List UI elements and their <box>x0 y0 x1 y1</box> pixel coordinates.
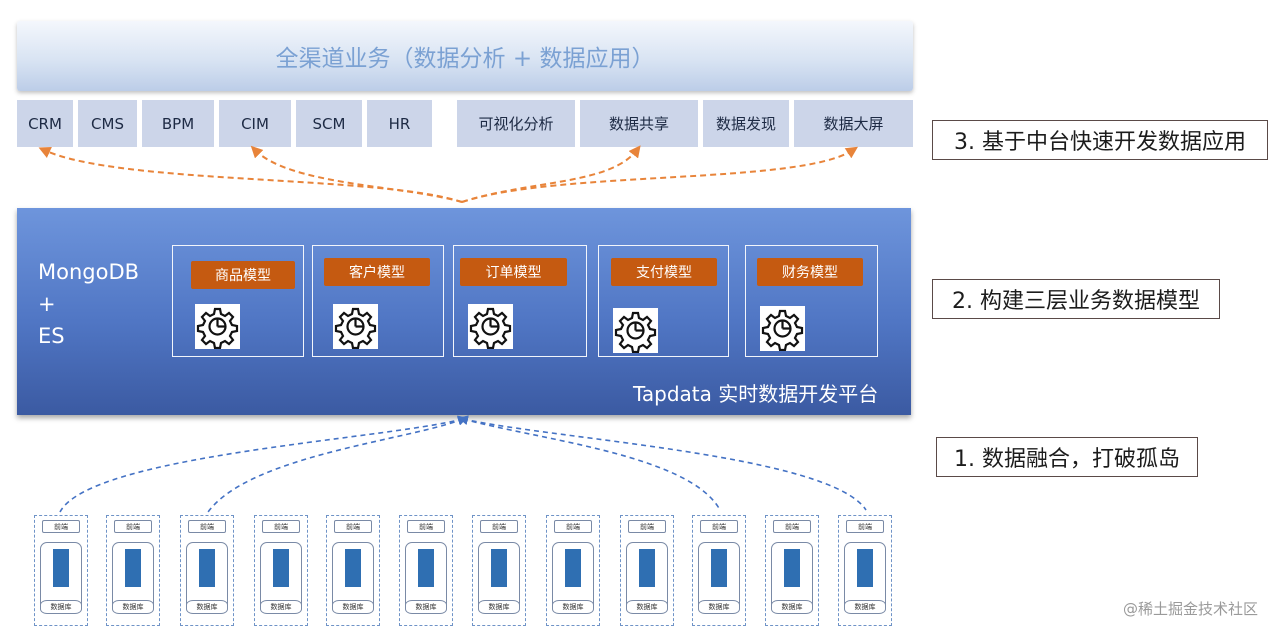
database-label: 数据库 <box>771 600 813 614</box>
app-box-data-screen: 数据大屏 <box>794 100 913 147</box>
model-card-finance: 财务模型 <box>745 245 878 357</box>
source-stack-4: 前端数据库 <box>254 515 308 626</box>
server-icon <box>711 549 727 587</box>
source-stack-1: 前端数据库 <box>34 515 88 626</box>
platform-tech-line-2: + <box>38 292 56 316</box>
gear-chart-icon <box>613 308 658 353</box>
frontend-label: 前端 <box>773 520 811 533</box>
model-button-order[interactable]: 订单模型 <box>460 258 567 286</box>
platform-name: Tapdata 实时数据开发平台 <box>633 382 879 406</box>
database-label: 数据库 <box>698 600 740 614</box>
arrow-to-crm <box>38 147 463 203</box>
server-icon <box>784 549 800 587</box>
source-stack-2: 前端数据库 <box>106 515 160 626</box>
server-icon <box>199 549 215 587</box>
server-icon <box>345 549 361 587</box>
model-button-payment[interactable]: 支付模型 <box>611 258 717 286</box>
server-icon <box>273 549 289 587</box>
frontend-label: 前端 <box>42 520 80 533</box>
model-button-finance[interactable]: 财务模型 <box>757 258 863 286</box>
database-label: 数据库 <box>626 600 668 614</box>
platform-tech-line-3: ES <box>38 324 65 348</box>
app-box-data-sharing: 数据共享 <box>580 100 698 147</box>
database-label: 数据库 <box>552 600 594 614</box>
arrow-from-source-3 <box>207 416 468 513</box>
arrow-from-source-10 <box>458 415 721 511</box>
source-stack-8: 前端数据库 <box>546 515 600 626</box>
app-box-cim: CIM <box>219 100 291 147</box>
source-stack-9: 前端数据库 <box>620 515 674 626</box>
source-stack-7: 前端数据库 <box>472 515 526 626</box>
arrow-from-source-12 <box>458 415 867 511</box>
frontend-label: 前端 <box>846 520 884 533</box>
database-label: 数据库 <box>260 600 302 614</box>
arrow-to-data-sharing <box>461 145 641 203</box>
arrow-to-data-screen <box>461 146 859 203</box>
step2-label: 2. 构建三层业务数据模型 <box>932 279 1220 319</box>
frontend-label: 前端 <box>480 520 518 533</box>
database-label: 数据库 <box>405 600 447 614</box>
app-box-data-discovery: 数据发现 <box>703 100 789 147</box>
server-icon <box>639 549 655 587</box>
source-stack-11: 前端数据库 <box>765 515 819 626</box>
frontend-label: 前端 <box>334 520 372 533</box>
server-icon <box>53 549 69 587</box>
frontend-label: 前端 <box>628 520 666 533</box>
database-label: 数据库 <box>112 600 154 614</box>
model-button-product[interactable]: 商品模型 <box>191 261 295 289</box>
step3-label: 3. 基于中台快速开发数据应用 <box>932 120 1268 160</box>
arrow-to-cim <box>250 145 463 203</box>
arrow-from-source-1 <box>59 415 468 513</box>
database-label: 数据库 <box>186 600 228 614</box>
frontend-label: 前端 <box>114 520 152 533</box>
frontend-label: 前端 <box>554 520 592 533</box>
frontend-label: 前端 <box>700 520 738 533</box>
frontend-label: 前端 <box>407 520 445 533</box>
database-label: 数据库 <box>332 600 374 614</box>
server-icon <box>418 549 434 587</box>
source-stack-5: 前端数据库 <box>326 515 380 626</box>
watermark: @稀土掘金技术社区 <box>1122 600 1258 618</box>
source-stack-12: 前端数据库 <box>838 515 892 626</box>
app-box-scm: SCM <box>296 100 362 147</box>
model-card-order: 订单模型 <box>453 245 587 357</box>
platform-tech-line-1: MongoDB <box>38 260 140 284</box>
server-icon <box>125 549 141 587</box>
model-card-customer: 客户模型 <box>312 245 444 357</box>
platform-tech-stack: MongoDB + ES <box>38 256 139 352</box>
app-box-hr: HR <box>367 100 432 147</box>
banner-title: 全渠道业务（数据分析 + 数据应用） <box>275 46 655 72</box>
model-button-customer[interactable]: 客户模型 <box>324 258 430 286</box>
database-label: 数据库 <box>844 600 886 614</box>
app-box-visual-analysis: 可视化分析 <box>457 100 575 147</box>
model-card-product: 商品模型 <box>172 245 304 357</box>
frontend-label: 前端 <box>188 520 226 533</box>
source-stack-10: 前端数据库 <box>692 515 746 626</box>
server-icon <box>857 549 873 587</box>
step1-label: 1. 数据融合，打破孤岛 <box>936 437 1198 477</box>
app-box-cms: CMS <box>78 100 137 147</box>
server-icon <box>491 549 507 587</box>
database-label: 数据库 <box>40 600 82 614</box>
gear-chart-icon <box>195 304 240 349</box>
database-label: 数据库 <box>478 600 520 614</box>
app-box-bpm: BPM <box>142 100 214 147</box>
frontend-label: 前端 <box>262 520 300 533</box>
model-card-payment: 支付模型 <box>598 245 729 357</box>
source-stack-6: 前端数据库 <box>399 515 453 626</box>
gear-chart-icon <box>468 304 513 349</box>
app-box-crm: CRM <box>17 100 73 147</box>
top-banner: 全渠道业务（数据分析 + 数据应用） <box>17 21 913 91</box>
gear-chart-icon <box>333 304 378 349</box>
server-icon <box>565 549 581 587</box>
gear-chart-icon <box>760 306 805 351</box>
source-stack-3: 前端数据库 <box>180 515 234 626</box>
